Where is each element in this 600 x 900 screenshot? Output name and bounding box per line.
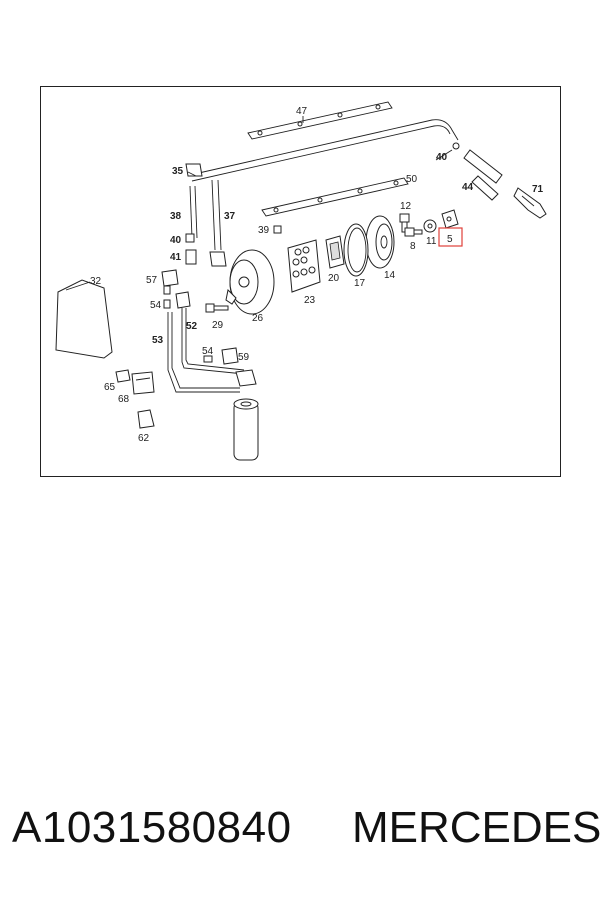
callout-68: 68: [118, 394, 130, 405]
callout-35: 35: [172, 166, 184, 177]
callout-14: 14: [384, 270, 396, 281]
nut-39: [273, 225, 282, 234]
disc-14: [365, 215, 395, 269]
connector-54b: [203, 355, 213, 363]
callout-47: 47: [296, 106, 308, 117]
washer-11: [423, 219, 437, 233]
callout-53: 53: [152, 335, 164, 346]
footer: A1031580840 MERCEDES: [0, 803, 600, 863]
callout-29: 29: [212, 320, 224, 331]
callout-5: 5: [447, 234, 453, 245]
callout-38: 38: [170, 211, 182, 222]
bolt-29: [205, 303, 229, 313]
connector-57: [161, 269, 179, 295]
bracket-5: [441, 209, 459, 229]
callout-54-left: 54: [150, 300, 162, 311]
part-number: A1031580840: [12, 803, 292, 852]
cable-rail-50: [261, 177, 409, 217]
callout-8: 8: [410, 241, 416, 252]
connector-59: [221, 347, 239, 365]
callout-71: 71: [532, 184, 544, 195]
highlight-box-5: [438, 227, 463, 247]
callout-50: 50: [406, 174, 418, 185]
bolts-12-8: [399, 213, 423, 237]
leader-lines: [187, 116, 453, 177]
distributor-body-26: [225, 249, 275, 315]
callout-52: 52: [186, 321, 198, 332]
callout-65: 65: [104, 382, 116, 393]
callout-20: 20: [328, 273, 340, 284]
connector-54a: [163, 299, 171, 309]
clip-35: [185, 163, 203, 177]
callout-11: 11: [426, 236, 437, 247]
spark-plug-connector-44: [452, 142, 503, 201]
ignition-cables: [189, 119, 459, 251]
callout-54-lower: 54: [202, 346, 214, 357]
rotor-20: [325, 235, 345, 269]
callout-40-top: 40: [436, 152, 448, 163]
clip-62: [137, 409, 155, 429]
ignition-coil: [233, 369, 259, 461]
callout-41: 41: [170, 252, 182, 263]
callout-39: 39: [258, 225, 270, 236]
lead-52-53: [167, 291, 245, 393]
cable-rail-47: [247, 101, 393, 140]
brand-name: MERCEDES: [352, 803, 600, 852]
callout-37: 37: [224, 211, 236, 222]
callout-17: 17: [354, 278, 366, 289]
spark-plug-71: [513, 187, 547, 219]
callout-59: 59: [238, 352, 250, 363]
callout-62: 62: [138, 433, 150, 444]
cover-32: [55, 279, 113, 359]
callout-57: 57: [146, 275, 158, 286]
callout-32: 32: [90, 276, 102, 287]
connector-40-41: [185, 233, 227, 267]
callout-26: 26: [252, 313, 264, 324]
callout-40-left: 40: [170, 235, 182, 246]
distributor-cap-23: [287, 239, 321, 293]
clip-65-68: [115, 369, 155, 395]
oring-17: [343, 223, 369, 277]
callout-44: 44: [462, 182, 474, 193]
callout-12: 12: [400, 201, 412, 212]
diagram-frame: [40, 86, 561, 477]
callout-23: 23: [304, 295, 316, 306]
exploded-parts-diagram: 47 40 44 71 35 50 38 37 39 12 40 41 8 11…: [55, 101, 547, 461]
